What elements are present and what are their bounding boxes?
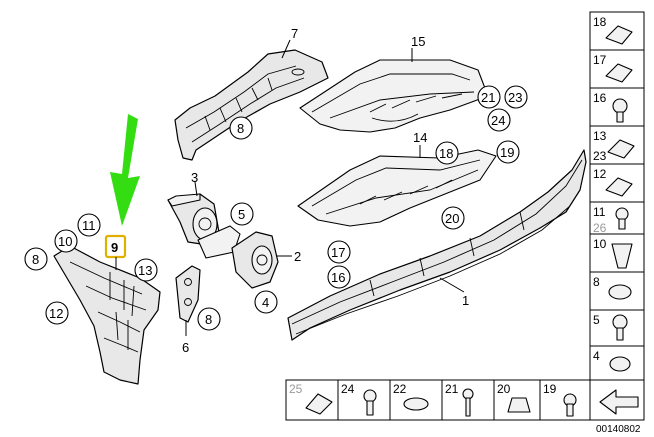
side-label-11: 11 xyxy=(593,205,606,219)
callout-20[interactable] xyxy=(441,206,465,230)
side-label-8: 8 xyxy=(593,275,600,289)
bottom-label-21: 21 xyxy=(445,382,459,396)
callout-8a[interactable] xyxy=(229,116,253,140)
part-15-panel[interactable] xyxy=(299,59,489,133)
expanding-rivet-icon xyxy=(611,243,633,269)
clip-nut-icon xyxy=(305,393,333,415)
side-label-13: 13 xyxy=(593,129,607,143)
label-18: 18 xyxy=(439,146,453,161)
drawing-number: 00140802 xyxy=(596,424,641,435)
label-2: 2 xyxy=(294,249,301,264)
part-9-bracket[interactable] xyxy=(53,245,161,385)
callout-21[interactable] xyxy=(477,85,501,109)
side-label-10: 10 xyxy=(593,237,607,251)
side-label-5: 5 xyxy=(593,313,600,327)
label-15: 15 xyxy=(411,34,425,49)
callout-8b[interactable] xyxy=(197,307,221,331)
clip-nut-icon xyxy=(607,139,635,159)
side-label-18: 18 xyxy=(593,15,607,29)
fastener-bottom-panel: 25 24 22 21 20 19 xyxy=(285,379,645,421)
label-12: 12 xyxy=(49,306,63,321)
callout-23[interactable] xyxy=(504,85,528,109)
label-23: 23 xyxy=(508,90,522,105)
label-13: 13 xyxy=(138,263,152,278)
callout-19[interactable] xyxy=(496,140,520,164)
label-21: 21 xyxy=(481,90,495,105)
side-cell-12 xyxy=(589,163,645,203)
clip-nut-icon xyxy=(605,63,633,83)
bolt-icon xyxy=(612,314,628,330)
arrow-symbol-icon xyxy=(599,389,639,415)
part-14-panel[interactable] xyxy=(297,149,497,227)
label-8b: 8 xyxy=(205,312,212,327)
bottom-label-20: 20 xyxy=(497,382,511,396)
label-16: 16 xyxy=(331,270,345,285)
bottom-label-25: 25 xyxy=(289,382,303,396)
callout-17[interactable] xyxy=(327,240,351,264)
label-10: 10 xyxy=(58,234,72,249)
label-14: 14 xyxy=(413,130,427,145)
nut-icon xyxy=(609,356,631,372)
pointer-arrow-icon xyxy=(110,114,140,226)
bottom-label-24: 24 xyxy=(341,382,355,396)
label-1: 1 xyxy=(462,293,469,308)
callout-16[interactable] xyxy=(327,265,351,289)
side-label-23: 23 xyxy=(593,149,607,163)
callout-13[interactable] xyxy=(134,258,158,282)
label-17: 17 xyxy=(331,245,345,260)
label-7: 7 xyxy=(291,26,298,41)
part-7-bracket[interactable] xyxy=(174,49,329,161)
part-6-bracket[interactable] xyxy=(175,265,201,323)
part-1-carrier[interactable] xyxy=(287,149,587,341)
label-24: 24 xyxy=(491,113,505,128)
label-20: 20 xyxy=(445,211,459,226)
bottom-cell-24 xyxy=(337,379,391,421)
bottom-label-22: 22 xyxy=(393,382,407,396)
callout-24[interactable] xyxy=(487,108,511,132)
screw-icon xyxy=(615,207,629,221)
label-6: 6 xyxy=(182,340,189,355)
label-11: 11 xyxy=(82,218,96,233)
side-label-16: 16 xyxy=(593,91,607,105)
part-2-plate[interactable] xyxy=(231,231,279,289)
part-3-crashbox[interactable] xyxy=(167,193,241,259)
label-5: 5 xyxy=(238,207,245,222)
label-9: 9 xyxy=(111,240,118,255)
label-3: 3 xyxy=(191,170,198,185)
callout-5[interactable] xyxy=(230,202,254,226)
label-4: 4 xyxy=(262,295,269,310)
washer-nut-icon xyxy=(403,397,429,411)
clip-nut-icon xyxy=(605,177,633,197)
side-label-17: 17 xyxy=(593,53,607,67)
screw-icon xyxy=(612,98,628,114)
callout-11[interactable] xyxy=(77,213,101,237)
clip-nut-icon xyxy=(605,25,633,45)
label-8a: 8 xyxy=(237,121,244,136)
callout-4[interactable] xyxy=(254,290,278,314)
callout-10[interactable] xyxy=(54,229,78,253)
grommet-icon xyxy=(507,397,531,413)
screw-icon xyxy=(363,389,377,403)
nut-icon xyxy=(608,284,632,300)
callout-8c[interactable] xyxy=(24,247,48,271)
side-label-26: 26 xyxy=(593,221,607,235)
side-label-4: 4 xyxy=(593,349,600,363)
bottom-label-19: 19 xyxy=(543,382,557,396)
label-19: 19 xyxy=(500,145,514,160)
callout-12[interactable] xyxy=(45,301,69,325)
side-label-12: 12 xyxy=(593,167,607,181)
callout-18[interactable] xyxy=(435,141,459,165)
label-8c: 8 xyxy=(32,252,39,267)
fastener-side-panel: 18 17 16 13 23 12 11 26 10 8 5 4 xyxy=(589,11,645,383)
